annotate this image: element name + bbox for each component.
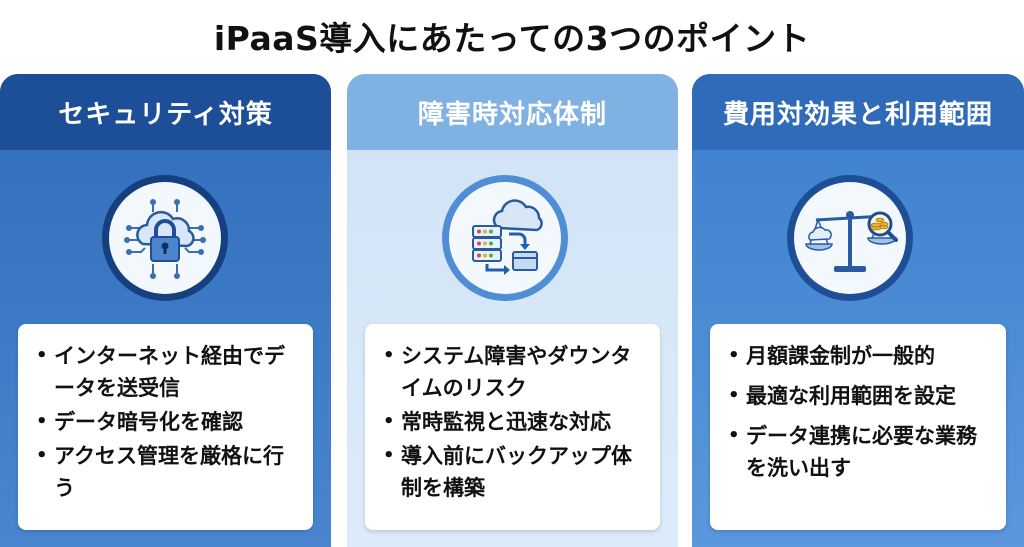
list-item: データ暗号化を確認 xyxy=(36,406,303,438)
list-item: アクセス管理を厳格に行う xyxy=(36,440,303,504)
list-item: システム障害やダウンタイムのリスク xyxy=(383,340,650,404)
list-item: 最適な利用範囲を設定 xyxy=(728,380,996,412)
points-card: 月額課金制が一般的 最適な利用範囲を設定 データ連携に必要な業務を洗い出す xyxy=(710,324,1006,530)
panel-cost-scope: 費用対効果と利用範囲 xyxy=(692,74,1024,547)
panel-heading: 障害時対応体制 xyxy=(347,74,678,150)
cloud-lock-icon xyxy=(102,175,228,301)
points-card: インターネット経由でデータを送受信 データ暗号化を確認 アクセス管理を厳格に行う xyxy=(18,324,313,530)
panel-heading: セキュリティ対策 xyxy=(0,74,331,150)
server-backup-icon xyxy=(442,175,568,301)
panel-heading: 費用対効果と利用範囲 xyxy=(692,74,1024,150)
panel-security: セキュリティ対策 xyxy=(0,74,331,547)
list-item: 月額課金制が一般的 xyxy=(728,340,996,372)
page-title: iPaaS導入にあたっての3つのポイント xyxy=(213,19,811,58)
list-item: 常時監視と迅速な対応 xyxy=(383,406,650,438)
list-item: 導入前にバックアップ体制を構築 xyxy=(383,440,650,504)
panel-incident-response: 障害時対応体制 xyxy=(347,74,678,547)
points-card: システム障害やダウンタイムのリスク 常時監視と迅速な対応 導入前にバックアップ体… xyxy=(365,324,660,530)
list-item: データ連携に必要な業務を洗い出す xyxy=(728,420,996,484)
list-item: インターネット経由でデータを送受信 xyxy=(36,340,303,404)
balance-scale-icon xyxy=(787,175,913,301)
